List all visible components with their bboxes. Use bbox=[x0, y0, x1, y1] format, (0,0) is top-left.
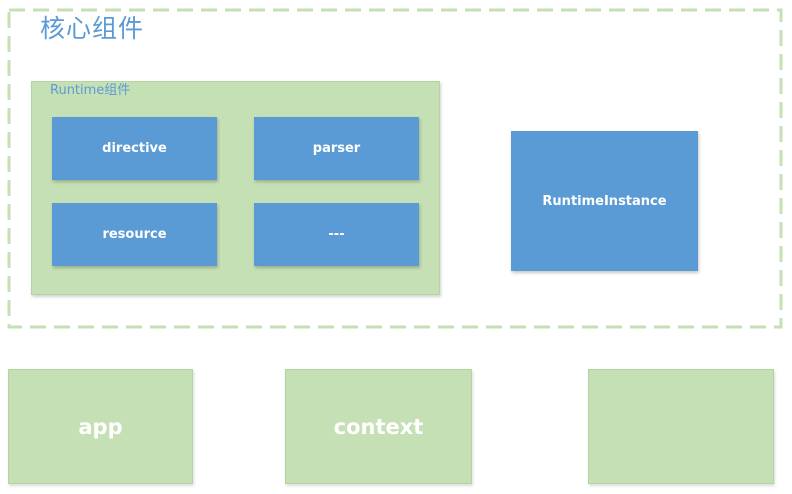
ellipsis-box: --- bbox=[254, 203, 419, 266]
core-components-frame bbox=[7, 8, 783, 329]
context-box: context bbox=[285, 369, 472, 484]
dashed-border bbox=[7, 8, 783, 329]
runtime-components-title: Runtime组件 bbox=[50, 83, 131, 98]
core-components-title: 核心组件 bbox=[40, 14, 145, 43]
parser-box: parser bbox=[254, 117, 419, 180]
directive-box: directive bbox=[52, 117, 217, 180]
empty-box bbox=[588, 369, 774, 484]
runtime-instance-box: RuntimeInstance bbox=[511, 131, 698, 271]
app-box: app bbox=[8, 369, 193, 484]
resource-box: resource bbox=[52, 203, 217, 266]
